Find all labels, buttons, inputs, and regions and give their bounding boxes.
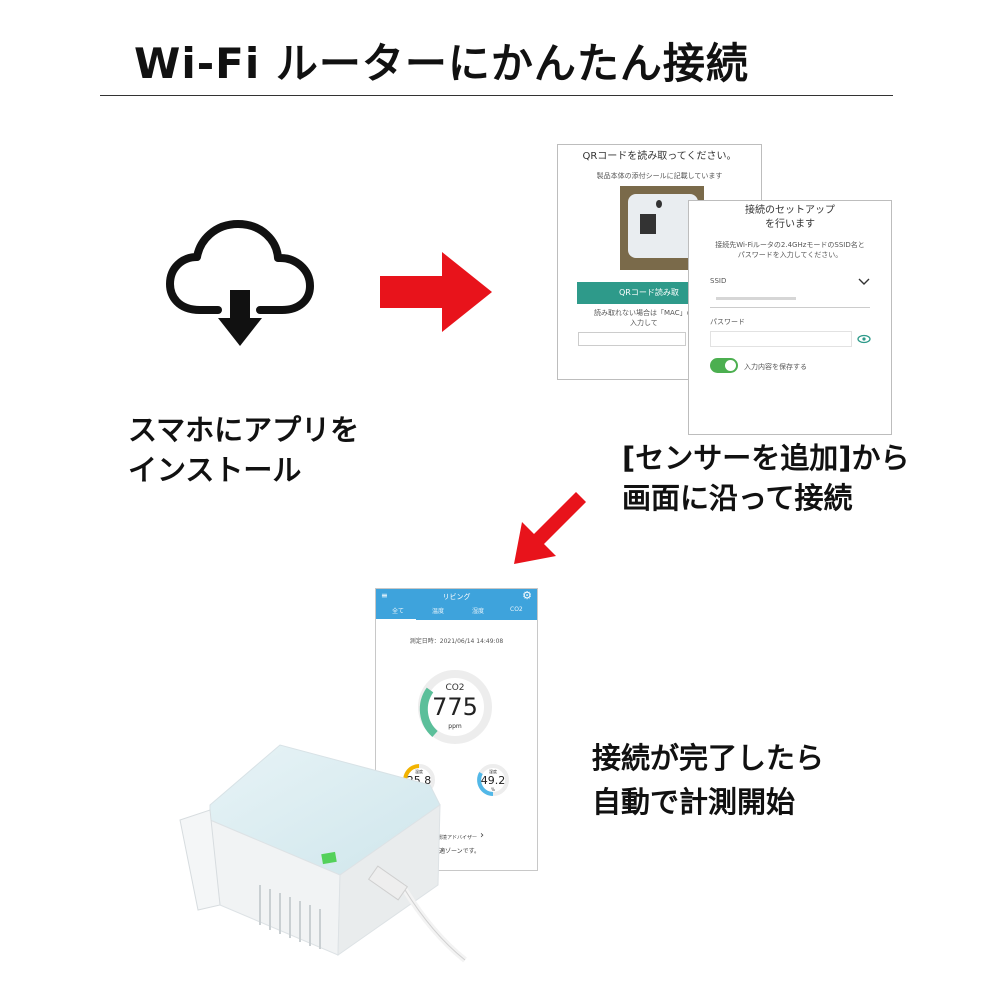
wifi-desc-line2: パスワードを入力してください。 xyxy=(737,251,843,259)
wifi-heading-line2: を行います xyxy=(765,219,815,230)
password-field[interactable] xyxy=(710,331,852,347)
tab-active-indicator xyxy=(376,619,416,621)
humidity-value: 49.2 xyxy=(480,774,506,787)
step1-caption-line2: インストール xyxy=(128,453,302,487)
menu-icon[interactable]: ≡ xyxy=(381,591,388,600)
co2-unit: ppm xyxy=(448,723,462,730)
tab-temperature[interactable]: 温度 xyxy=(432,608,445,615)
mac-input[interactable] xyxy=(578,332,686,346)
eye-icon[interactable] xyxy=(857,334,871,344)
app-tabbar xyxy=(376,605,537,620)
ssid-field[interactable] xyxy=(710,291,870,308)
advisor-label: 環境アドバイザー xyxy=(437,835,478,841)
step1-caption: スマホにアプリを インストール xyxy=(128,410,359,490)
tab-co2[interactable]: CO2 xyxy=(510,606,523,613)
humidity-gauge xyxy=(477,764,509,796)
save-toggle-label: 入力内容を保存する xyxy=(744,363,807,371)
qr-fallback-line1: 読み取れない場合は「MAC」の xyxy=(594,309,694,317)
chevron-right-icon[interactable]: › xyxy=(480,830,484,841)
wifi-setup-screen xyxy=(688,200,892,435)
step3-caption-line1: 接続が完了したら xyxy=(592,741,825,775)
step2-caption-line1: [センサーを追加]から xyxy=(622,441,910,475)
app-header-title: リビング xyxy=(442,593,471,601)
cloud-download-icon xyxy=(166,220,314,346)
tab-all[interactable]: 全て xyxy=(392,608,405,615)
step1-caption-line1: スマホにアプリを xyxy=(128,413,360,447)
qr-fallback-line2: 入力して xyxy=(630,319,658,327)
page-title: Wi-Fi ルーターにかんたん接続 xyxy=(134,39,749,88)
measurement-timestamp: 測定日時：2021/06/14 14:49:08 xyxy=(409,638,504,645)
step2-caption: [センサーを追加]から 画面に沿って接続 xyxy=(622,438,910,518)
password-label: パスワード xyxy=(710,318,745,326)
co2-sensor-device xyxy=(179,744,467,963)
qr-screen-heading: QRコードを読み取ってください。 xyxy=(582,151,737,162)
app-header: ≡ リビング ⚙ xyxy=(376,589,537,605)
co2-value: 775 xyxy=(432,693,478,721)
co2-gauge xyxy=(418,670,492,744)
humidity-unit: % xyxy=(491,787,495,792)
temperature-label: 温度 xyxy=(415,769,423,774)
arrow-down-left-icon xyxy=(514,492,586,564)
qr-read-button-label: QRコード読み取 xyxy=(619,288,679,297)
wifi-desc-line1: 接続先Wi-Fiルータの2.4GHzモードのSSID名と xyxy=(715,241,865,249)
humidity-label: 湿度 xyxy=(489,769,497,774)
step3-caption: 接続が完了したら 自動で計測開始 xyxy=(592,736,824,824)
ssid-label: SSID xyxy=(710,277,727,285)
title-divider xyxy=(100,95,893,96)
step3-caption-line2: 自動で計測開始 xyxy=(592,785,796,819)
chevron-down-icon[interactable] xyxy=(858,278,870,286)
advisor-message: 快適ゾーンです。 xyxy=(432,848,481,855)
co2-label: CO2 xyxy=(445,683,465,693)
wifi-heading-line1: 接続のセットアップ xyxy=(745,205,835,216)
qr-read-button[interactable]: QRコード読み取 xyxy=(577,282,689,304)
arrow-right-icon xyxy=(380,252,492,332)
step2-caption-line2: 画面に沿って接続 xyxy=(622,481,853,515)
qr-screen-subtext: 製品本体の添付シールに記載しています xyxy=(596,172,723,180)
gear-icon[interactable]: ⚙ xyxy=(522,589,532,602)
tab-humidity[interactable]: 湿度 xyxy=(472,608,485,615)
save-toggle[interactable] xyxy=(710,358,738,373)
